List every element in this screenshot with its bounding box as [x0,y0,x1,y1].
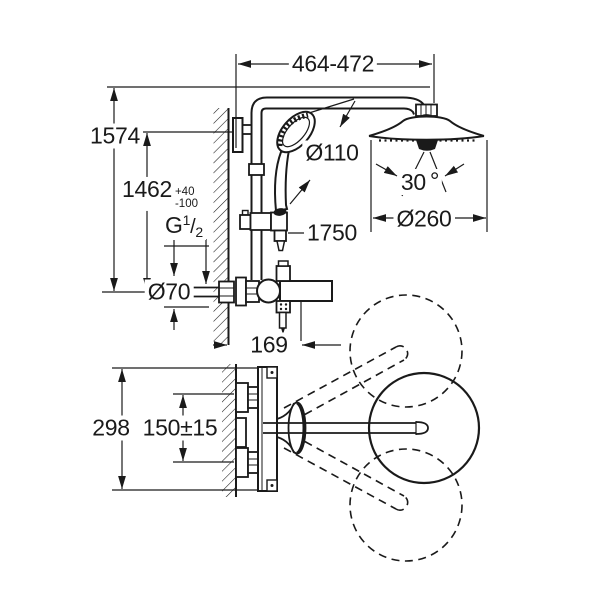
dim-label-total-depth: 298 [89,415,133,441]
escutcheon-funnel [276,401,307,455]
dim-spray-angle [375,163,465,177]
supply-connection [188,276,266,307]
dim-label-projection: 169 [247,332,291,358]
head-shower-top-circle [367,371,481,485]
wall-front [213,108,230,345]
swivel-positions-dashed [283,294,463,562]
dimensions [102,54,488,491]
wall-bracket [232,117,265,176]
dim-hand-shower-diameter [289,98,356,205]
dim-head-shower-diameter [370,140,488,232]
dim-thread [166,237,210,284]
dim-label-width-range: 464-472 [288,51,378,77]
hand-shower [273,110,316,216]
head-shower-front [368,103,485,151]
shower-riser-pipe [250,96,425,280]
dim-label-connection-spacing: 150±15 [139,415,221,441]
dim-label-total-height: 1574 [87,123,143,149]
dim-label-spray-angle: 30° [397,169,443,195]
slider-holder [239,209,288,252]
top-view [222,294,481,562]
shower-arm-top [263,421,429,435]
dim-label-rosette-diameter: Ø70 [144,279,194,305]
front-view [188,96,485,345]
dim-label-hand-shower-diameter: Ø110 [302,140,362,166]
dim-total-depth [112,367,258,491]
shower-height-value: 1462 [122,175,172,202]
wall-top [222,364,237,497]
dim-label-head-shower-diameter: Ø260 [393,206,455,232]
dim-projection [213,302,341,349]
dim-label-shower-height: 1462+40-100 [119,175,201,212]
dim-label-hose-length: 1750 [304,220,360,246]
dim-shower-height [102,131,233,293]
thermostat-body-top [257,366,278,492]
dim-label-thread: G1/2 [162,212,206,240]
thermostat-front [256,260,333,335]
shower-height-tolerance: +40-100 [174,185,198,210]
dim-rosette-diameter [164,245,209,330]
